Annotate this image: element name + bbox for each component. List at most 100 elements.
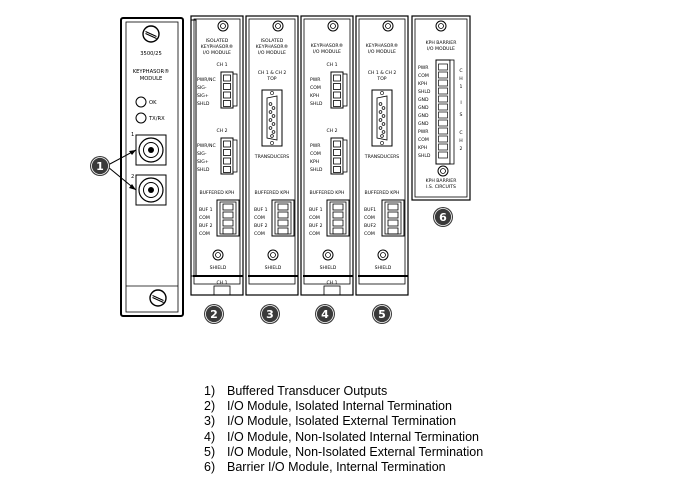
pin-label: COM xyxy=(254,231,265,237)
pin-label: GND xyxy=(418,113,429,119)
terminal-block-icon xyxy=(381,199,405,237)
legend-text: I/O Module, Isolated External Terminatio… xyxy=(227,414,457,429)
shield-screw-icon xyxy=(267,249,279,261)
pin-label: KPH xyxy=(310,93,319,99)
terminal-block-icon xyxy=(271,199,295,237)
ch1-label: 1 xyxy=(131,132,134,138)
legend-number: 4) xyxy=(204,429,216,444)
pin-label: BUF1 xyxy=(364,207,376,213)
pin-label: COM xyxy=(309,231,320,237)
buffered-kph-label: BUFFERED KPH xyxy=(309,190,344,196)
pin-label: BUF 2 xyxy=(199,223,213,229)
keyphasor-main-module: 3500/25 KEYPHASOR® MODULE OK TX/RX 1 2 xyxy=(120,17,184,317)
legend-item: 6)Barrier I/O Module, Internal Terminati… xyxy=(204,460,483,475)
ok-led-label: OK xyxy=(149,100,157,106)
shield-screw-icon xyxy=(212,249,224,261)
screw-icon xyxy=(149,289,167,307)
pin-label: PWR/NC xyxy=(197,77,216,83)
modules-diagram: 3500/25 KEYPHASOR® MODULE OK TX/RX 1 2 1 xyxy=(89,15,471,325)
pin-label: COM xyxy=(364,215,375,221)
transducers-label: TRANSDUCERS xyxy=(364,154,400,160)
shield-screw-icon xyxy=(377,249,389,261)
terminal-block-icon xyxy=(220,137,238,175)
pin-label: PWR xyxy=(310,77,321,83)
buffered-kph-label: BUFFERED KPH xyxy=(364,190,399,196)
side-label: H xyxy=(459,76,462,82)
pin-label: BUF 1 xyxy=(199,207,213,213)
txrx-led-label: TX/RX xyxy=(148,116,165,122)
channel-label: CH 2 xyxy=(326,128,337,134)
module-title: I/O MODULE xyxy=(203,50,231,56)
pin-label: SHLD xyxy=(197,101,210,107)
module-title: I/O MODULE xyxy=(427,46,455,52)
legend-number: 3) xyxy=(204,414,216,429)
pin-label: SIG- xyxy=(197,151,207,157)
buffered-kph-label: BUFFERED KPH xyxy=(199,190,234,196)
pin-label: BUF 2 xyxy=(254,223,268,229)
module-title: ISOLATED xyxy=(206,38,229,44)
module-footer: KPH BARRIER xyxy=(426,178,458,184)
ok-led-icon xyxy=(135,96,147,108)
dsub-connector-icon xyxy=(261,89,283,147)
txrx-led-icon xyxy=(135,112,147,124)
pin-label: COM xyxy=(418,73,429,79)
channel-label: CH 1 xyxy=(216,62,227,68)
channel-label: CH 1 & CH 2 xyxy=(258,70,287,76)
pin-label: COM xyxy=(364,231,375,237)
legend-item: 4) I/O Module, Non-Isolated Internal Term… xyxy=(204,430,483,445)
buffered-kph-label: BUFFERED KPH xyxy=(254,190,289,196)
pin-label: SIG+ xyxy=(197,159,209,165)
pin-label: COM xyxy=(309,215,320,221)
module-title: KEYPHASOR® xyxy=(201,43,233,50)
bnc-connector-1-icon xyxy=(135,134,167,166)
pin-label: PWR xyxy=(418,65,429,71)
module-model: 3500/25 xyxy=(140,51,162,57)
screw-icon xyxy=(382,20,394,32)
side-label: S xyxy=(460,112,463,118)
channel-label: CH 2 xyxy=(216,128,227,134)
legend-item: 5)I/O Module, Non-Isolated External Term… xyxy=(204,445,483,460)
terminal-block-icon xyxy=(216,199,240,237)
callout-4-label: 4 xyxy=(321,308,329,321)
pin-label: SHLD xyxy=(197,167,210,173)
pin-label: KPH xyxy=(310,159,319,165)
pin-label: KPH xyxy=(418,81,427,87)
screw-icon xyxy=(435,20,447,32)
pin-label: PWR xyxy=(418,129,429,135)
terminal-block-icon xyxy=(435,59,455,165)
terminal-block-icon xyxy=(330,137,348,175)
ch2-label: 2 xyxy=(131,174,134,180)
callout-3-label: 3 xyxy=(266,308,274,321)
screw-icon xyxy=(142,25,160,43)
screw-icon xyxy=(217,20,229,32)
legend-list: 1) Buffered Transducer Outputs 2) I/O Modu… xyxy=(204,384,483,475)
channel-label: CH 1 xyxy=(326,62,337,68)
side-label: I xyxy=(460,100,461,106)
module-name-line2: MODULE xyxy=(140,76,163,82)
channel-label: CH 1 & CH 2 xyxy=(368,70,397,76)
pin-label: COM xyxy=(254,215,265,221)
shield-label: SHIELD xyxy=(210,265,227,271)
channel-label: CH 1 xyxy=(216,280,227,286)
module-name-line1: KEYPHASOR® xyxy=(133,68,170,75)
pin-label: SIG+ xyxy=(197,93,209,99)
pin-label: PWR xyxy=(310,143,321,149)
pin-label: KPH xyxy=(418,145,427,151)
callout-5-label: 5 xyxy=(378,308,386,321)
callout-6: 6 xyxy=(432,206,454,228)
io-module-nonisolated-internal: KEYPHASOR® I/O MODULE CH 1 PWR COM KPH S… xyxy=(300,15,354,296)
side-label: C xyxy=(459,130,462,136)
legend-text: Buffered Transducer Outputs xyxy=(227,384,388,398)
legend-text: I/O Module, Non-Isolated Internal Termin… xyxy=(227,429,479,444)
pin-label: BUF 2 xyxy=(309,223,323,229)
legend-text: Barrier I/O Module, Internal Termination xyxy=(227,459,446,474)
pin-label: COM xyxy=(310,151,321,157)
legend-number: 1) xyxy=(204,384,216,398)
callout-2-label: 2 xyxy=(210,308,218,321)
pin-label: PWR/NC xyxy=(197,143,216,149)
arrow-icon xyxy=(129,150,136,155)
pin-label: COM xyxy=(310,85,321,91)
screw-icon xyxy=(272,20,284,32)
legend-number: 2) xyxy=(204,399,216,414)
shield-label: SHIELD xyxy=(320,265,337,271)
